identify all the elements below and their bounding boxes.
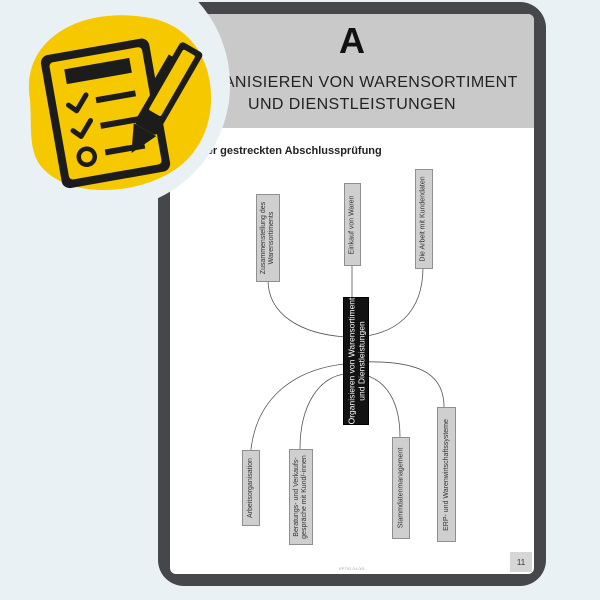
mindmap-node-sortiment: Zusammenstellung des Warensortiments [256,194,280,282]
connector-bottom-1 [249,363,345,467]
connector-top-left [267,279,347,338]
page-number: 11 [510,552,532,572]
page-footer: EPT92-04-001 [338,566,365,571]
mindmap-node-stammdaten: Stammdatenmanagement [392,437,410,539]
header-band [170,14,534,128]
section-subtitle: der gestreckten Abschlussprüfung [200,145,382,157]
mindmap-node-einkauf: Einkauf von Waren [344,183,361,266]
connector-bottom-4 [359,361,445,408]
mindmap-center-node: Organisieren von Warensortiment und Dien… [343,297,369,425]
chapter-letter: A [339,20,365,61]
checklist-with-pen-icon [28,15,212,191]
mindmap-node-erp: ERP- und Warenwirtschaftssysteme [437,407,456,542]
tablet-screen: A ORGANISIEREN VON WARENSORTIMENT UND DI… [170,14,534,574]
mindmap-node-beratung: Beratungs- und Verkaufs- gespräche mit K… [289,449,313,545]
chapter-title-line-1: ORGANISIEREN VON WARENSORTIMENT [186,74,518,91]
chapter-title-line-2: UND DIENSTLEISTUNGEN [247,96,457,113]
connector-bottom-2 [299,373,347,450]
mindmap-node-arbeitsorganisation: Arbeitsorganisation [242,450,260,526]
connector-top-right [357,266,424,338]
mindmap-node-kundendaten: Die Arbeit mit Kundendaten [415,169,433,269]
